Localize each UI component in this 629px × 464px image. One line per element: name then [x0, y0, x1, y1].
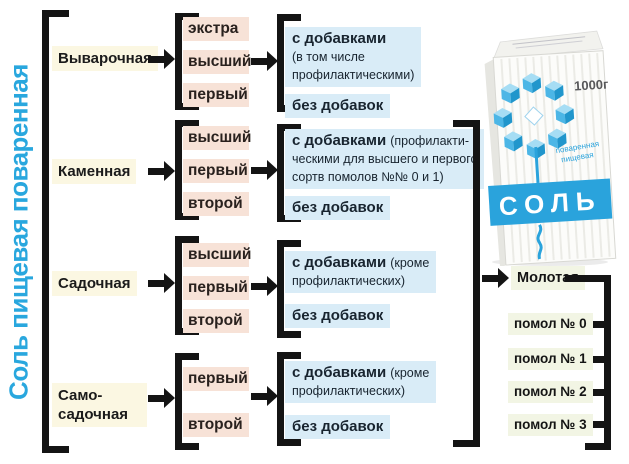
- bracket-additives-4-vertical: [277, 352, 284, 446]
- connector-grind-stub-2: [590, 389, 606, 396]
- type-label-samosadochnaya: Само- садочная: [52, 383, 147, 427]
- connector-ground-horizontal: [565, 275, 611, 282]
- grind-label-1: помол № 1: [508, 348, 593, 370]
- bracket-grades-4-top: [175, 353, 199, 360]
- arrow-grades-to-additives-1: [251, 51, 278, 72]
- arrow-type-to-grades-1: [148, 49, 175, 70]
- grade-label: первый: [183, 83, 249, 107]
- bracket-additives-3-vertical: [277, 240, 284, 338]
- bracket-grades-1-vertical: [175, 13, 182, 110]
- bracket-collect-vertical: [473, 120, 480, 447]
- bracket-collect-top: [453, 120, 480, 127]
- grind-label-3: помол № 3: [508, 414, 593, 436]
- arrow-grades-to-additives-3: [251, 276, 278, 297]
- salt-package: 1000г поваренная пищевая СОЛЬ: [484, 30, 617, 266]
- additives-with-label-3: с добавками(кроме профилактических): [285, 251, 437, 293]
- arrow-to-ground: [482, 268, 509, 289]
- bracket-additives-2-top: [277, 124, 301, 131]
- grade-label: высший: [183, 243, 251, 267]
- additives-with-lead: с добавками: [292, 30, 387, 47]
- additives-with-note: (профилакти- ческими для высшего и перво…: [292, 134, 478, 184]
- bracket-main-bottom: [42, 446, 69, 453]
- brand-name-text: СОЛЬ: [498, 185, 602, 221]
- arrow-grades-to-additives-2: [251, 160, 278, 181]
- logo-stem: [534, 146, 540, 184]
- stem-tail: [536, 224, 543, 260]
- cube-ring-logo: [493, 72, 575, 160]
- salt-package-photo: 1000г поваренная пищевая СОЛЬ: [484, 30, 617, 266]
- connector-grind-stub-0: [590, 321, 606, 328]
- additives-with-lead: с добавками: [292, 364, 387, 381]
- bracket-additives-4-top: [277, 352, 301, 359]
- arrow-grades-to-additives-4: [251, 386, 278, 407]
- cube-ring-center: [524, 106, 544, 126]
- type-label-kamennaya: Каменная: [52, 159, 137, 184]
- additives-with-label-2: с добавками(профилакти- ческими для высш…: [285, 129, 485, 189]
- arrow-type-to-grades-2: [148, 161, 175, 182]
- bracket-additives-2-vertical: [277, 124, 284, 222]
- arrow-type-to-grades-3: [148, 273, 175, 294]
- grade-label: первый: [183, 367, 249, 391]
- bracket-collect-bottom: [453, 440, 480, 447]
- grade-label: высший: [183, 126, 251, 150]
- bracket-grades-2-vertical: [175, 120, 182, 220]
- bracket-main-vertical: [42, 10, 49, 453]
- bracket-grades-3-top: [175, 236, 199, 243]
- bracket-additives-3-top: [277, 240, 301, 247]
- grade-label: экстра: [183, 17, 249, 41]
- additives-with-lead: с добавками: [292, 254, 387, 271]
- connector-grind-stub-3: [590, 421, 606, 428]
- additives-with-lead: с добавками: [292, 132, 387, 149]
- grind-label-2: помол № 2: [508, 381, 593, 403]
- additives-without-label-2: без добавок: [285, 196, 391, 220]
- brand-banner: [488, 178, 613, 226]
- bracket-grades-3-vertical: [175, 236, 182, 335]
- bracket-additives-4-bottom: [277, 439, 301, 446]
- additives-with-label-1: с добавками (в том числе профилактически…: [285, 27, 422, 87]
- bracket-grades-4-vertical: [175, 353, 182, 450]
- connector-grind-stub-1: [590, 356, 606, 363]
- additives-without-label-1: без добавок: [285, 94, 391, 118]
- grade-label: первый: [183, 159, 249, 183]
- grade-label: высший: [183, 50, 251, 74]
- diagram-title: Соль пищевая поваренная: [3, 64, 34, 400]
- additives-with-label-4: с добавками(кроме профилактических): [285, 361, 437, 403]
- grade-label: второй: [183, 413, 249, 437]
- bracket-additives-1-top: [277, 14, 301, 21]
- grade-label: первый: [183, 276, 249, 300]
- additives-without-label-4: без добавок: [285, 415, 391, 439]
- bracket-grades-4-bottom: [175, 443, 199, 450]
- additives-with-note: (кроме профилактических): [292, 256, 430, 288]
- additives-with-note: (в том числе профилактическими): [292, 50, 415, 82]
- connector-grinds-vertical: [604, 275, 611, 450]
- bracket-additives-3-bottom: [277, 331, 301, 338]
- bracket-grades-2-bottom: [175, 213, 199, 220]
- grind-label-0: помол № 0: [508, 313, 593, 335]
- additives-with-note: (кроме профилактических): [292, 366, 430, 398]
- bracket-grades-2-top: [175, 120, 199, 127]
- type-label-sadochnaya: Садочная: [52, 271, 137, 296]
- bracket-grades-1-top: [175, 13, 199, 20]
- additives-without-label-3: без добавок: [285, 304, 391, 328]
- arrow-type-to-grades-4: [148, 388, 175, 409]
- connector-grinds-bottom: [585, 443, 611, 450]
- bracket-additives-1-vertical: [277, 14, 284, 112]
- type-label-vyvarochnaya: Выварочная: [52, 46, 158, 71]
- grade-label: второй: [183, 309, 249, 333]
- bracket-main-top: [42, 10, 69, 17]
- package-weight-text: 1000г: [574, 76, 610, 93]
- grade-label: второй: [183, 192, 249, 216]
